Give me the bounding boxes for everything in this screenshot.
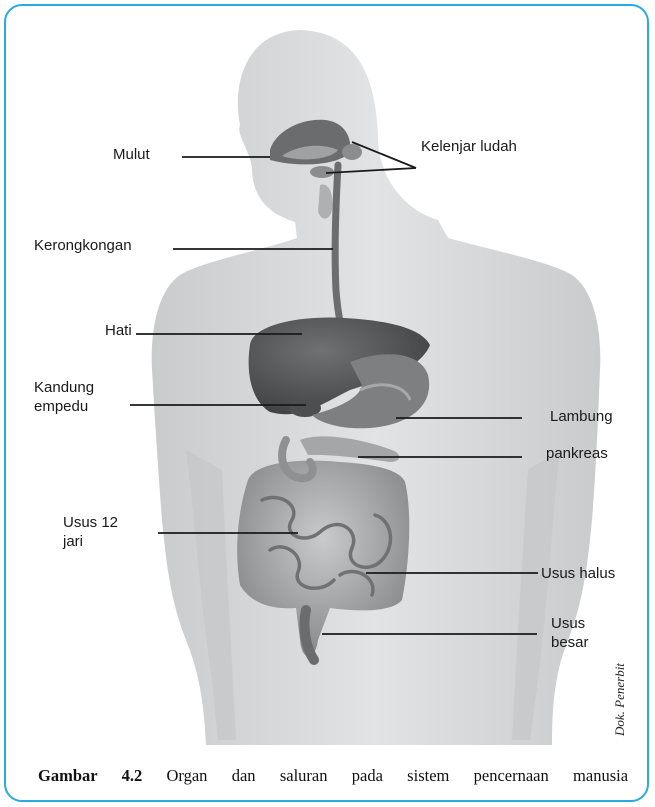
figure-caption-text: Organ dan saluran pada sistem pencernaan… — [167, 766, 629, 785]
label-lambung: Lambung — [550, 407, 613, 426]
salivary-gland-upper — [342, 144, 362, 160]
figure-caption: Gambar 4.2 Organ dan saluran pada sistem… — [38, 766, 628, 786]
label-usus-halus: Usus halus — [541, 564, 615, 583]
figure-number: Gambar 4.2 — [38, 766, 142, 785]
label-pankreas: pankreas — [546, 444, 608, 463]
label-kerongkongan: Kerongkongan — [34, 236, 132, 255]
label-mulut: Mulut — [113, 145, 150, 164]
label-usus-besar: Usus besar — [551, 614, 589, 652]
label-usus-12-jari: Usus 12 jari — [63, 513, 118, 551]
label-kandung-empedu: Kandung empedu — [34, 378, 94, 416]
label-kelenjar-ludah: Kelenjar ludah — [421, 137, 517, 156]
image-credit: Dok. Penerbit — [612, 663, 628, 736]
label-hati: Hati — [105, 321, 132, 340]
